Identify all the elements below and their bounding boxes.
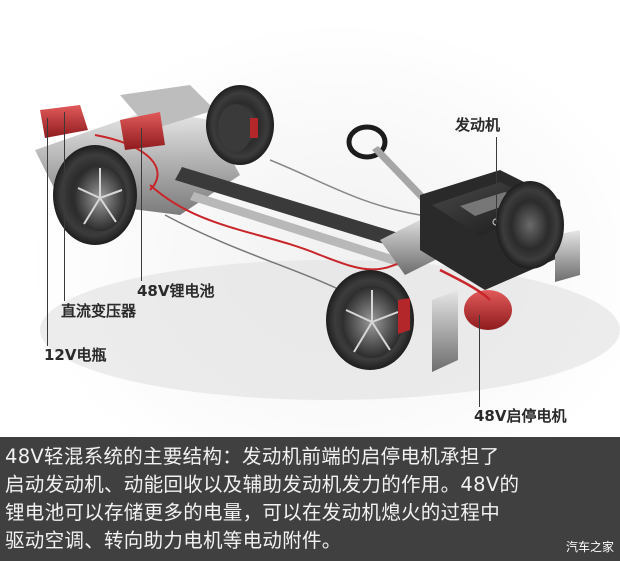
chassis-illustration: 发动机 48V锂电池 直流变压器 12V电瓶 48V启停电机 [0, 0, 620, 437]
label-48v-starter-generator: 48V启停电机 [474, 407, 567, 425]
label-12v-battery: 12V电瓶 [44, 346, 107, 364]
starter-generator-leader-line [479, 315, 480, 407]
label-48v-battery: 48V锂电池 [137, 282, 215, 300]
caption-line-1: 48V轻混系统的主要结构：发动机前端的启停电机承担了 [5, 445, 500, 468]
label-dcdc-converter: 直流变压器 [61, 302, 137, 320]
chassis-drawing [35, 85, 620, 400]
battery-12v-leader-line [47, 118, 48, 346]
engine-leader-line [496, 137, 497, 223]
caption-bar: 48V轻混系统的主要结构：发动机前端的启停电机承担了 启动发动机、动能回收以及辅… [0, 437, 620, 561]
caption-line-2: 启动发动机、动能回收以及辅助发动机发力的作用。48V的 [5, 473, 520, 496]
caption-line-3: 锂电池可以存储更多的电量，可以在发动机熄火的过程中 [5, 501, 501, 524]
dcdc-leader-line [64, 112, 65, 301]
label-engine: 发动机 [455, 116, 501, 134]
battery-48v-leader-line [141, 128, 142, 281]
watermark: 汽车之家 [565, 540, 614, 554]
caption-line-4: 驱动空调、转向助力电机等电动附件。 [5, 529, 342, 552]
